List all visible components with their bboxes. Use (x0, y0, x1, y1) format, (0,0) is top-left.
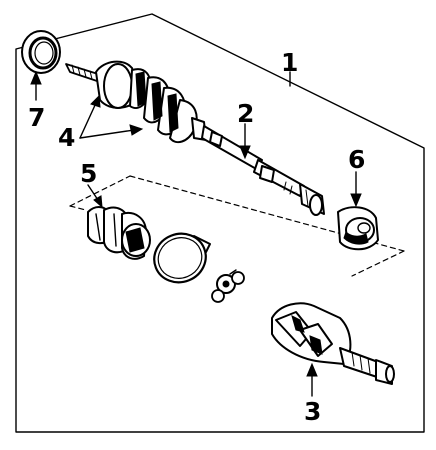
tripod-spider (211, 269, 245, 303)
inner-housing-part-3 (271, 302, 395, 385)
leader-arrowheads (30, 70, 362, 377)
callout-1: 1 (281, 48, 298, 77)
callout-7: 7 (28, 103, 45, 132)
callout-4: 4 (58, 123, 75, 152)
callout-3: 3 (304, 397, 321, 426)
seal-ring-part-7 (21, 30, 61, 74)
callout-2: 2 (237, 99, 254, 128)
inner-boot-part-5 (87, 206, 151, 260)
axle-shaft-part-2 (65, 60, 325, 216)
clamp-band (153, 232, 211, 284)
callout-5: 5 (80, 159, 97, 188)
callout-6: 6 (348, 145, 365, 174)
dust-cover-part-6 (337, 206, 379, 251)
